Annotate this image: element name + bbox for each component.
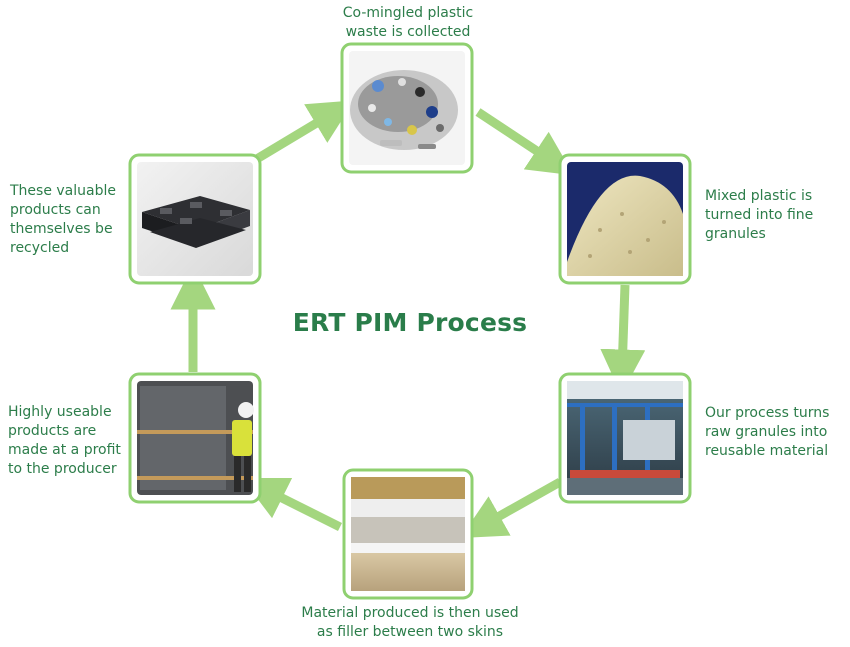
mixed-plastic-waste-photo [340, 42, 474, 174]
worker-with-panels-photo [128, 372, 262, 504]
arrow-filler-to-products [241, 477, 343, 532]
caption-filler: Material produced is then used as filler… [301, 605, 519, 640]
caption-granules: Mixed plastic is turned into fine granul… [705, 188, 814, 242]
caption-products: Highly useable products are made at a pr… [8, 404, 121, 477]
diagram-title: ERT PIM Process [292, 308, 528, 337]
arrow-recycle-to-collect [252, 100, 355, 164]
plastic-granules-photo [558, 153, 692, 285]
factory-line-photo [558, 372, 692, 504]
caption-recycle: These valuable products can themselves b… [10, 183, 116, 256]
arrow-process-to-filler [460, 478, 563, 539]
arrow-collect-to-granules [475, 108, 574, 176]
caption-process: Our process turns raw granules into reus… [705, 405, 830, 459]
layered-panel-photo [342, 468, 474, 600]
caption-collect: Co-mingled plastic waste is collected [342, 5, 474, 40]
arrow-granules-to-process [600, 284, 646, 395]
black-pallets-photo [128, 153, 262, 285]
flow-arrows [170, 100, 646, 539]
